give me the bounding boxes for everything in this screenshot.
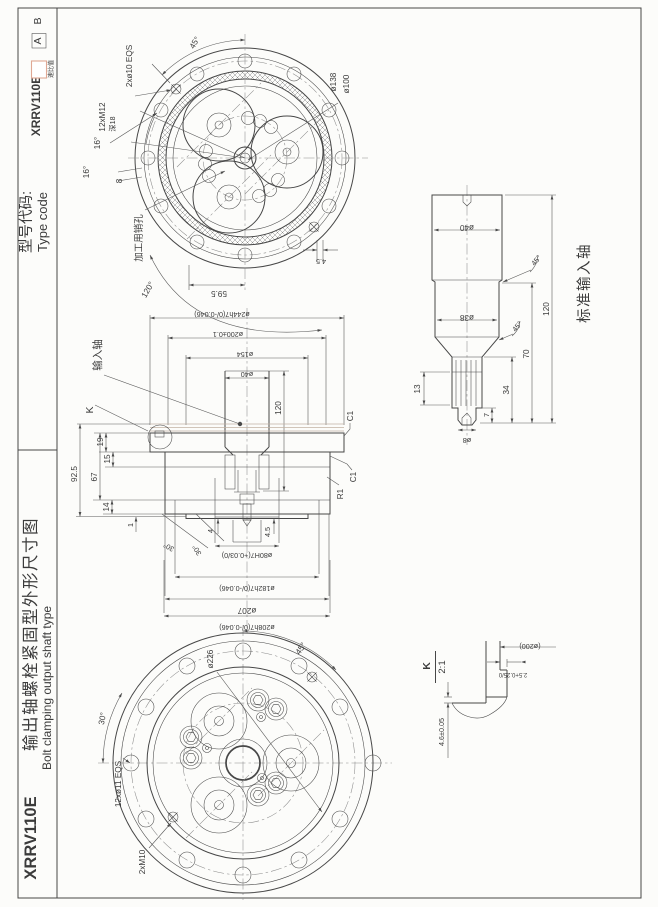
dim-dia-40-shaft: ø40 bbox=[459, 223, 474, 232]
angle-45-rear: 45° bbox=[294, 641, 308, 656]
dim-angle-16-b: 16° bbox=[82, 166, 91, 178]
pin-hole bbox=[306, 671, 318, 683]
dim-dia-226: ø226 bbox=[206, 649, 215, 668]
detail-k-label: K bbox=[421, 662, 433, 670]
dim-dia-182: ø182h7(0/-0.046) bbox=[219, 584, 275, 593]
dim-dia-100: ø100 bbox=[342, 74, 351, 93]
dim-70-shaft: 70 bbox=[522, 349, 531, 359]
dim-19: 19 bbox=[96, 437, 105, 447]
dim-angle-45: 45° bbox=[188, 35, 202, 50]
crank-hole bbox=[185, 687, 253, 755]
ratio-value-box bbox=[30, 60, 48, 79]
detail-k-view: K 2:1 (ø200) 2.5+0.25/0 4.6±0.05 bbox=[421, 641, 556, 758]
dim-4-5-section: 4.5 bbox=[263, 527, 272, 537]
dim-14: 14 bbox=[102, 502, 111, 512]
section-view: ø244h7(0/-0.046) ø200±0.1 ø154 ø40 120 输… bbox=[70, 308, 358, 632]
dim-pin-holes-rear: 2xM10 bbox=[138, 849, 147, 874]
dim-67: 67 bbox=[90, 472, 99, 482]
dim-dia-138: ø138 bbox=[329, 72, 338, 91]
chamfer-45-a: 45° bbox=[529, 253, 543, 267]
dim-dia-38-shaft: ø38 bbox=[459, 313, 474, 322]
dim-34-shaft: 34 bbox=[502, 385, 511, 395]
dim-92-5: 92.5 bbox=[70, 466, 79, 482]
dim-dia-40: ø40 bbox=[241, 370, 253, 379]
dim-dia-207: ø207 bbox=[237, 606, 256, 615]
dim-15: 15 bbox=[103, 454, 112, 464]
dim-1: 1 bbox=[126, 523, 135, 527]
dim-4-5-front: 4.5 bbox=[316, 257, 326, 266]
angle-30-rear: 30° bbox=[97, 712, 108, 726]
input-shaft-view: 标准输入轴 ø40 ø38 ø8 120 70 34 7 13 45° 45° bbox=[413, 185, 593, 445]
option-a: A bbox=[32, 37, 44, 44]
label-detail-k-mark: K bbox=[84, 406, 96, 413]
dim-angle-120: 120° bbox=[140, 280, 156, 299]
title-block: XRRV110E 输出轴螺栓紧固型外形尺寸图 Bolt clamping out… bbox=[18, 17, 55, 879]
dim-dia-8-shaft: ø8 bbox=[463, 436, 471, 445]
dim-bolt-holes-rear: 12xø11 EQS bbox=[114, 760, 123, 807]
dim-2-5: 2.5+0.25/0 bbox=[498, 671, 527, 677]
dim-angle-16-a: 16° bbox=[93, 137, 102, 149]
dim-dia-200: ø200±0.1 bbox=[213, 330, 243, 339]
angle-30-b: 30° bbox=[190, 543, 203, 557]
pin-hole bbox=[170, 83, 182, 95]
chamfer-c1-bottom: C1 bbox=[349, 471, 358, 482]
dim-59-5: 59.5 bbox=[211, 289, 227, 298]
title-model: XRRV110E bbox=[22, 796, 40, 879]
dim-bolt-holes: 12xM12 bbox=[98, 102, 107, 132]
fillet-r1: R1 bbox=[336, 488, 345, 499]
dim-120-shaft: 120 bbox=[542, 302, 551, 316]
crank-hole bbox=[185, 771, 253, 839]
sheet-frame bbox=[17, 7, 642, 899]
dim-dia-208: ø208h7(0/-0.046) bbox=[219, 623, 275, 632]
angle-30-a: 30° bbox=[162, 540, 176, 553]
type-code-model: XRRV110E bbox=[29, 76, 43, 137]
dim-pin-holes: 2xø10 EQS bbox=[125, 44, 134, 87]
title-cn: 输出轴螺栓紧固型外形尺寸图 bbox=[21, 517, 40, 751]
detail-k-circle bbox=[147, 424, 173, 450]
dim-4-6: 4.6±0.05 bbox=[437, 718, 446, 746]
label-input-shaft: 输入轴 bbox=[91, 339, 104, 371]
type-code-label-en: Type code bbox=[35, 192, 50, 252]
chamfer-45-b: 45° bbox=[510, 319, 524, 333]
dim-dia-80: ø80H7(+0.03/0) bbox=[222, 551, 273, 560]
chamfer-c1-top: C1 bbox=[346, 410, 355, 421]
dim-dia-200-ref: (ø200) bbox=[519, 642, 540, 651]
dim-4: 4 bbox=[206, 529, 215, 533]
note-pin-hole: 加工用销孔 bbox=[133, 214, 145, 262]
dim-13-shaft: 13 bbox=[413, 384, 422, 394]
pin-hole bbox=[167, 811, 179, 823]
rear-view: ø226 45° 30° 12xø11 EQS 2xM10 bbox=[97, 625, 392, 900]
type-code-label-cn: 型号代码: bbox=[18, 191, 35, 253]
dim-8: 8 bbox=[115, 178, 124, 183]
title-en: Bolt clamping output shaft type bbox=[40, 606, 54, 770]
detail-k-scale: 2:1 bbox=[437, 660, 448, 673]
dim-dia-154: ø154 bbox=[237, 350, 253, 359]
dim-7-shaft: 7 bbox=[482, 413, 491, 417]
dim-dia-244: ø244h7(0/-0.046) bbox=[194, 310, 250, 319]
pin-hole bbox=[308, 221, 320, 233]
ratio-hint: 速比值 bbox=[47, 60, 55, 78]
option-b: B bbox=[32, 17, 44, 24]
option-a-box bbox=[31, 33, 47, 49]
label-standard-input-shaft: 标准输入轴 bbox=[576, 243, 593, 323]
dim-120-section: 120 bbox=[274, 401, 283, 415]
dim-bolt-depth: 深18 bbox=[108, 116, 117, 131]
front-view: 45° 2xø10 EQS 12xM12 深18 16° 16° 8 加工用销孔… bbox=[82, 34, 368, 333]
